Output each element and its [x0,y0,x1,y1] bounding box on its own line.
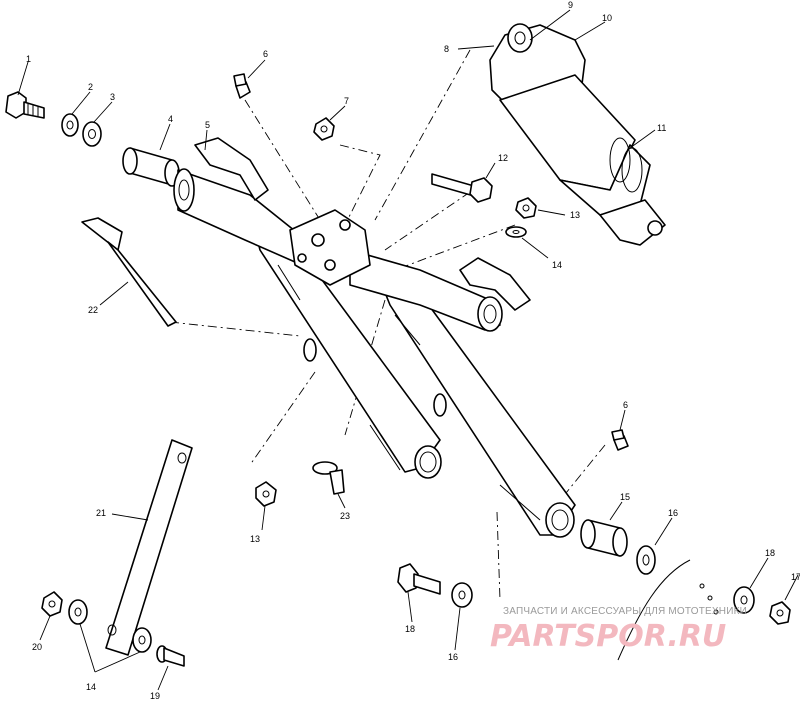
callout-13b: 13 [250,534,260,544]
part-bolt-23 [312,461,345,495]
part-nut-13a [515,197,537,219]
part-washer-18b [733,586,755,614]
part-bolt-18a [397,563,441,595]
part-bolt-19 [156,645,185,667]
callout-3: 3 [110,92,115,102]
callout-19: 19 [150,691,160,699]
part-plate-21 [105,439,193,656]
part-nut-17 [769,601,791,625]
callout-12: 12 [498,153,508,163]
part-grease-fitting-6b [611,429,629,451]
watermark: ЗАПЧАСТИ И АКСЕССУАРЫ ДЛЯ МОТОТЕХНИКИ PA… [490,606,747,654]
callout-18a: 18 [405,624,415,634]
part-dot [707,595,713,601]
callout-16b: 16 [448,652,458,662]
callout-2: 2 [88,82,93,92]
part-washer-14c [132,627,152,653]
callout-4: 4 [168,114,173,124]
part-nut-7 [313,117,335,141]
part-washer-14b [68,599,88,625]
part-nut-13b [255,481,277,507]
callout-9: 9 [568,0,573,10]
part-edge-line [617,559,691,661]
assembly-lines [169,49,606,601]
callout-8: 8 [444,44,449,54]
callout-23: 23 [340,511,350,521]
part-grease-fitting-6a [233,73,251,99]
callout-15: 15 [620,492,630,502]
callout-6a: 6 [263,49,268,59]
part-washer-16b [451,582,473,608]
callout-10: 10 [602,13,612,23]
callout-5: 5 [205,120,210,130]
part-dot [699,583,705,589]
part-dot [713,609,719,615]
part-washer-16a [636,545,656,575]
part-washer-3 [82,121,102,147]
part-shock-absorber [489,23,666,246]
callout-14a: 14 [552,260,562,270]
callout-11: 11 [657,123,666,133]
part-pin-22 [81,217,177,327]
part-swing-arm-5 [173,137,576,538]
part-bolt-12 [431,173,493,203]
part-washer-14a [505,226,527,238]
callout-17: 17 [791,572,800,582]
callout-6b: 6 [623,400,628,410]
callout-16a: 16 [668,508,678,518]
callout-18b: 18 [765,548,775,558]
callout-22: 22 [88,305,98,315]
part-nut-20 [41,591,63,617]
callout-21: 21 [96,508,106,518]
watermark-logo: PARTSPOR.RU [490,619,726,654]
callout-14b: 14 [86,682,96,692]
callout-7: 7 [344,96,349,106]
watermark-caption: ЗАПЧАСТИ И АКСЕССУАРЫ ДЛЯ МОТОТЕХНИКИ [503,606,747,617]
leader-lines [17,9,799,691]
part-sleeve-15 [580,519,628,557]
callout-20: 20 [32,642,42,652]
part-sleeve-4 [122,147,180,187]
part-washer-2 [61,113,79,137]
callout-13a: 13 [570,210,580,220]
part-bolt-1 [5,91,45,119]
callout-labels: 1 2 3 4 5 6 7 8 9 10 11 12 13 14 22 6 15… [26,0,800,701]
callout-1: 1 [26,54,31,64]
